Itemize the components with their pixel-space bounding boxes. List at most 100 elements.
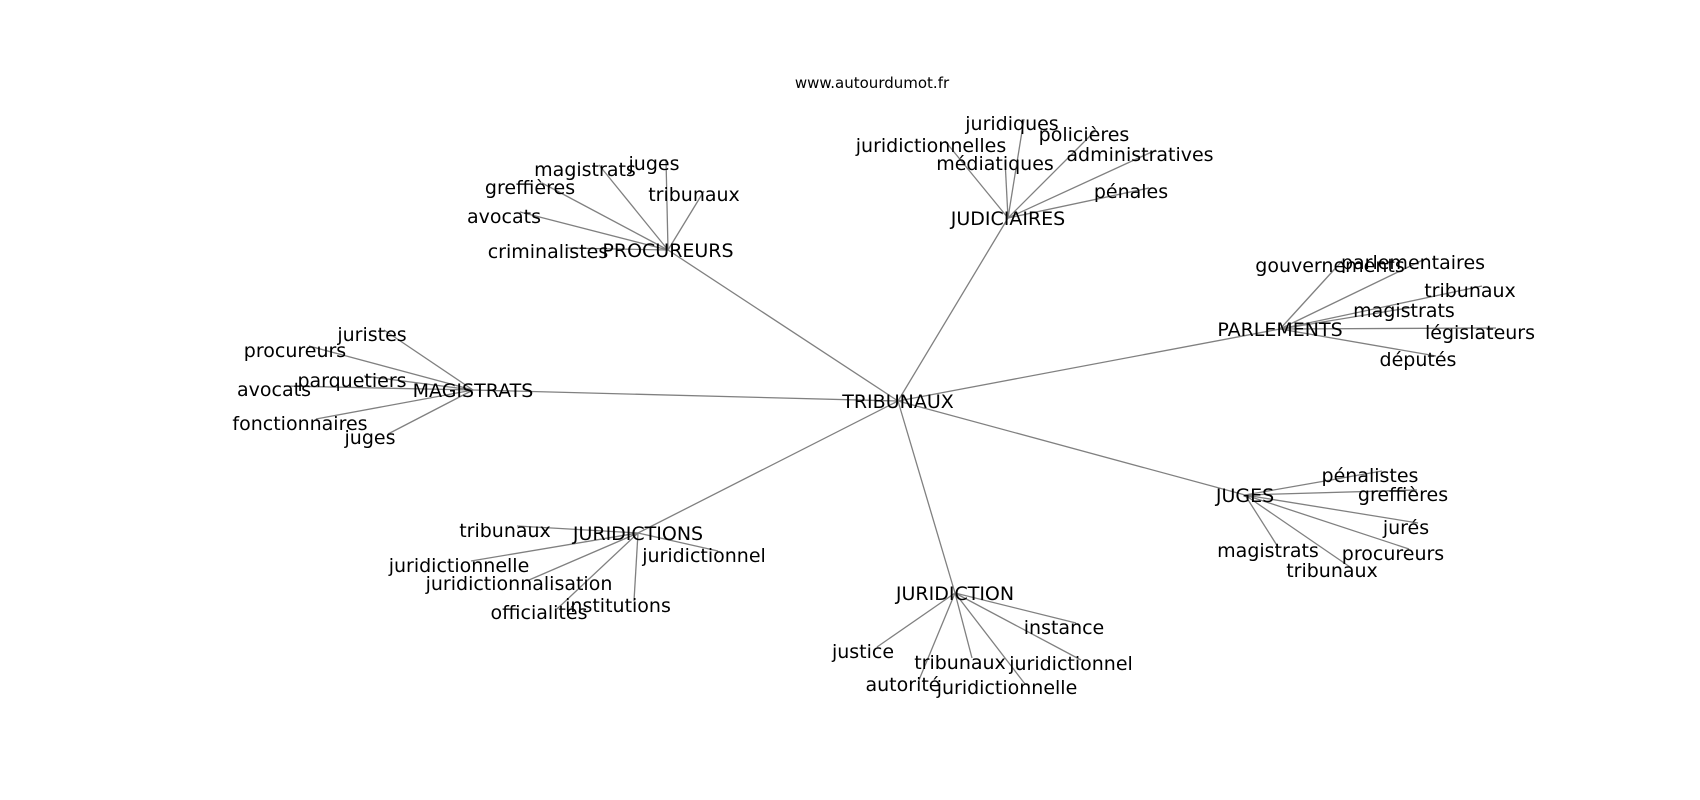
- leaf-parlements-tribunaux[interactable]: tribunaux: [1424, 280, 1516, 302]
- edge-magistrats-fonctionnaires: [315, 389, 474, 420]
- edge-juridictions-tribunaux: [516, 525, 639, 534]
- leaf-magistrats-parquetiers[interactable]: parquetiers: [297, 370, 406, 392]
- edge-center-juges: [897, 400, 1246, 496]
- hub-juridictions[interactable]: JURIDICTIONS: [572, 523, 703, 545]
- leaf-juges-magistrats[interactable]: magistrats: [1217, 540, 1319, 562]
- edge-juridictions-juridictionnel: [637, 532, 719, 552]
- edge-juridiction-justice: [876, 592, 956, 648]
- graph-edges: [283, 118, 1497, 685]
- leaf-procureurs-tribunaux[interactable]: tribunaux: [648, 184, 740, 206]
- edge-parlements-tribunaux: [1279, 285, 1483, 330]
- center-node[interactable]: TRIBUNAUX: [841, 391, 954, 413]
- edge-center-juridictions: [637, 400, 899, 534]
- edge-center-procureurs: [667, 249, 899, 402]
- leaf-juges-procureurs[interactable]: procureurs: [1342, 543, 1444, 565]
- leaf-juridiction-juridictionnel[interactable]: juridictionnel: [1008, 653, 1133, 675]
- leaf-judiciaires-juridiques[interactable]: juridiques: [964, 113, 1058, 135]
- leaf-juridiction-juridictionnelle[interactable]: juridictionnelle: [936, 677, 1078, 699]
- leaf-juridictions-juridictionnel[interactable]: juridictionnel: [641, 545, 766, 567]
- leaf-juridictions-tribunaux[interactable]: tribunaux: [459, 520, 551, 542]
- edge-center-juridiction: [897, 400, 956, 594]
- edge-parlements-parlementaires: [1279, 257, 1428, 330]
- leaf-magistrats-fonctionnaires[interactable]: fonctionnaires: [232, 413, 367, 435]
- edge-judiciaires-juridiques: [1007, 118, 1025, 219]
- edge-juridictions-juridictionnalisation: [528, 532, 639, 581]
- leaf-parlements-legislateurs[interactable]: législateurs: [1425, 322, 1535, 344]
- edge-juges-penalistes: [1244, 470, 1383, 496]
- edge-judiciaires-administratives: [1007, 149, 1157, 219]
- hub-procureurs[interactable]: PROCUREURS: [602, 240, 733, 262]
- edge-juridiction-juridictionnel: [954, 592, 1082, 661]
- leaf-juridictions-juridictionnalisation[interactable]: juridictionnalisation: [425, 573, 613, 595]
- hub-judiciaires[interactable]: JUDICIAIRES: [950, 208, 1065, 230]
- leaf-juridiction-autorite[interactable]: autorité: [866, 674, 941, 696]
- leaf-procureurs-criminalistes[interactable]: criminalistes: [488, 241, 609, 263]
- leaf-judiciaires-juridictionnelles[interactable]: juridictionnelles: [855, 135, 1006, 157]
- edge-procureurs-avocats: [519, 211, 669, 251]
- leaf-judiciaires-policieres[interactable]: policières: [1039, 124, 1130, 146]
- leaf-magistrats-juges[interactable]: juges: [344, 427, 396, 449]
- edge-procureurs-juges: [665, 158, 669, 251]
- edge-center-parlements: [897, 328, 1281, 402]
- edge-procureurs-magistrats: [598, 164, 669, 251]
- hub-juridiction[interactable]: JURIDICTION: [895, 583, 1014, 605]
- edge-parlements-gouvernements: [1279, 260, 1343, 330]
- leaf-parlements-gouvernements[interactable]: gouvernements: [1255, 255, 1404, 277]
- edge-juridictions-institutions: [633, 532, 639, 602]
- edge-juridiction-tribunaux: [954, 592, 973, 659]
- leaf-juridiction-instance[interactable]: instance: [1024, 617, 1105, 639]
- leaf-magistrats-procureurs[interactable]: procureurs: [244, 340, 346, 362]
- leaf-magistrats-juristes[interactable]: juristes: [336, 324, 406, 346]
- edge-center-magistrats: [472, 389, 899, 402]
- edge-juges-greffieres: [1244, 489, 1418, 496]
- leaf-judiciaires-administratives[interactable]: administratives: [1066, 144, 1213, 166]
- leaf-procureurs-avocats[interactable]: avocats: [467, 206, 541, 228]
- hub-magistrats[interactable]: MAGISTRATS: [413, 380, 534, 402]
- edge-juridiction-autorite: [918, 592, 956, 681]
- edge-juridiction-instance: [954, 592, 1077, 624]
- hub-parlements[interactable]: PARLEMENTS: [1217, 319, 1342, 341]
- leaf-juridictions-juridictionnelle[interactable]: juridictionnelle: [388, 555, 530, 577]
- leaf-juges-penalistes[interactable]: pénalistes: [1322, 465, 1419, 487]
- source-label[interactable]: www.autourdumot.fr: [795, 74, 950, 92]
- leaf-juridiction-justice[interactable]: justice: [831, 641, 894, 663]
- edge-procureurs-tribunaux: [667, 190, 705, 251]
- leaf-procureurs-juges[interactable]: juges: [628, 153, 680, 175]
- edge-parlements-legislateurs: [1279, 327, 1497, 330]
- edge-juges-tribunaux: [1244, 494, 1351, 568]
- edge-judiciaires-juridictionnelles: [944, 140, 1009, 219]
- edge-juges-jures: [1244, 494, 1419, 524]
- leaf-juges-jures[interactable]: jurés: [1382, 517, 1429, 539]
- hub-juges[interactable]: JUGES: [1215, 485, 1274, 507]
- edge-procureurs-criminalistes: [565, 247, 669, 251]
- edge-juridictions-officialites: [556, 532, 639, 610]
- edge-magistrats-juges: [387, 389, 474, 435]
- edge-procureurs-greffieres: [541, 182, 669, 251]
- edge-juridiction-juridictionnelle: [954, 592, 1026, 685]
- leaf-parlements-magistrats[interactable]: magistrats: [1353, 300, 1455, 322]
- edge-parlements-deputes: [1279, 328, 1437, 357]
- edge-juges-magistrats: [1244, 494, 1279, 548]
- edge-judiciaires-penales: [1007, 187, 1150, 219]
- leaf-juges-greffieres[interactable]: greffières: [1358, 484, 1448, 506]
- leaf-juridictions-institutions[interactable]: institutions: [565, 595, 671, 617]
- edge-center-judiciaires: [897, 217, 1009, 402]
- leaf-juges-tribunaux[interactable]: tribunaux: [1286, 560, 1378, 582]
- edge-juridictions-juridictionnelle: [470, 532, 639, 562]
- edge-magistrats-avocats: [283, 385, 474, 391]
- edge-judiciaires-mediatiques: [1004, 159, 1009, 219]
- leaf-procureurs-greffieres[interactable]: greffières: [485, 177, 575, 199]
- leaf-magistrats-avocats[interactable]: avocats: [237, 379, 311, 401]
- leaf-judiciaires-mediatiques[interactable]: médiatiques: [936, 153, 1054, 175]
- edge-judiciaires-policieres: [1007, 129, 1097, 219]
- leaf-parlements-deputes[interactable]: députés: [1380, 349, 1457, 371]
- edge-parlements-magistrats: [1279, 306, 1415, 330]
- leaf-juridictions-officialites[interactable]: officialités: [491, 602, 588, 624]
- leaf-parlements-parlementaires[interactable]: parlementaires: [1341, 252, 1485, 274]
- leaf-procureurs-magistrats[interactable]: magistrats: [534, 159, 636, 181]
- edge-magistrats-juristes: [383, 329, 474, 391]
- leaf-judiciaires-penales[interactable]: pénales: [1094, 181, 1168, 203]
- leaf-juridiction-tribunaux[interactable]: tribunaux: [914, 652, 1006, 674]
